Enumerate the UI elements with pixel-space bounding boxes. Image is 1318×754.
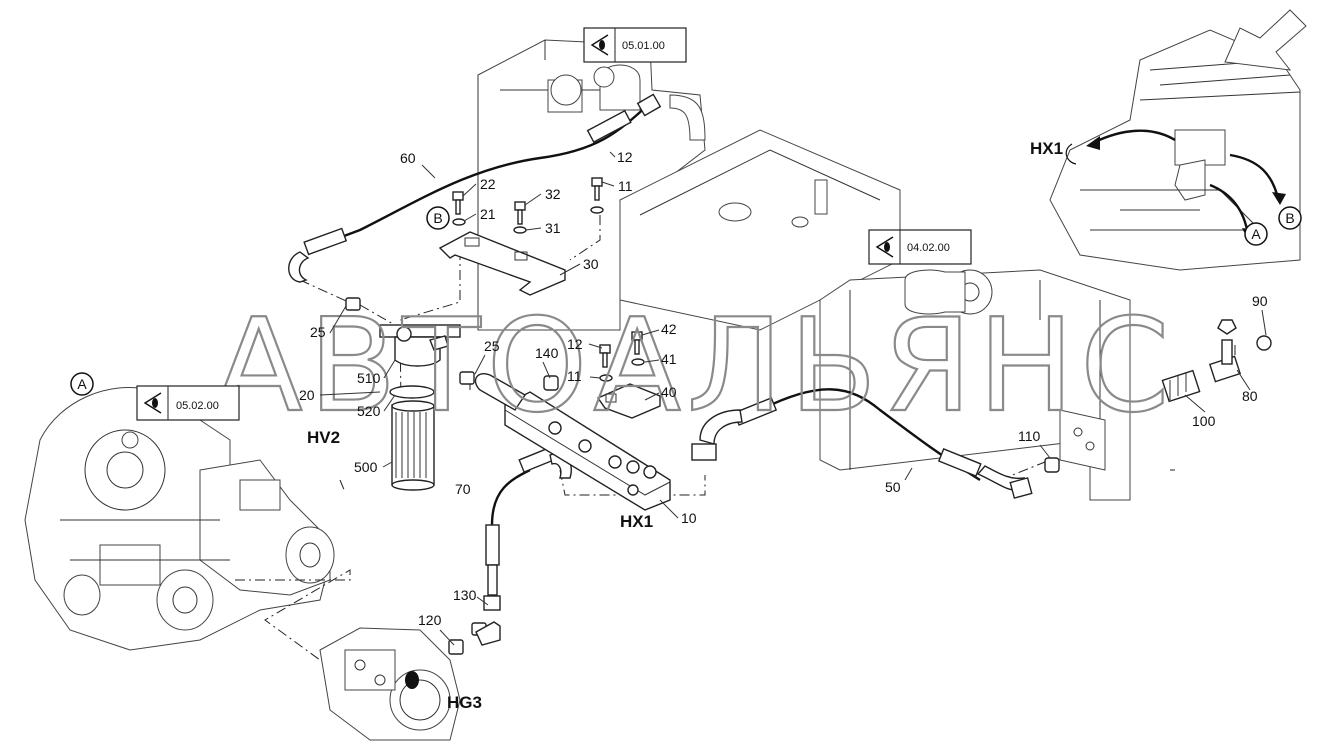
hv2-filter [345, 297, 461, 491]
hose-60 [288, 93, 662, 283]
part-30: 30 [583, 256, 599, 272]
part-40: 40 [661, 384, 677, 400]
view-eye-icon [875, 236, 894, 258]
ref-code: 05.01.00 [622, 40, 665, 52]
part-42: 42 [661, 321, 677, 337]
hg3-pump [319, 627, 461, 741]
ref-box-04-02-00[interactable]: 04.02.00 [868, 229, 972, 265]
bracket-40 [596, 383, 661, 419]
part-510: 510 [357, 370, 381, 386]
svg-text:B: B [433, 210, 442, 226]
part-60: 60 [400, 150, 416, 166]
part-10: 10 [681, 510, 697, 526]
part-70: 70 [455, 481, 471, 497]
hx1-manifold [459, 371, 671, 511]
inset-arrow [1224, 9, 1307, 71]
label-hx1: HX1 [620, 512, 653, 531]
view-marker-a-left: A [70, 372, 94, 396]
svg-text:B: B [1285, 210, 1294, 226]
ref-box-05-02-00[interactable]: 05.02.00 [136, 385, 240, 421]
view-eye-icon [143, 392, 162, 414]
part-25: 25 [484, 338, 500, 354]
svg-text:A: A [77, 376, 87, 392]
part-31: 31 [545, 220, 561, 236]
view-marker-a-inset: A [1244, 222, 1268, 246]
part-12: 12 [617, 149, 633, 165]
inset-machine-view [1049, 29, 1301, 271]
part-25: 25 [310, 324, 326, 340]
part-41: 41 [661, 351, 677, 367]
hose-70 [483, 444, 572, 611]
part-21: 21 [480, 206, 496, 222]
part-50: 50 [885, 479, 901, 495]
part-100: 100 [1192, 413, 1216, 429]
part-140: 140 [535, 345, 559, 361]
ref-box-05-01-00[interactable]: 05.01.00 [583, 27, 687, 63]
view-marker-b-inset: B [1278, 206, 1302, 230]
part-90: 90 [1252, 293, 1268, 309]
transmission-pump-assembly [24, 386, 335, 651]
watermark-text: АВТОАЛЬЯНС [215, 292, 1176, 441]
ref-code: 05.02.00 [176, 400, 219, 412]
label-hg3: HG3 [447, 693, 482, 712]
part-80: 80 [1242, 388, 1258, 404]
part-130: 130 [453, 587, 477, 603]
part-500: 500 [354, 459, 378, 475]
ref-code: 04.02.00 [907, 242, 950, 254]
hose-50 [691, 388, 1033, 499]
part-520: 520 [357, 403, 381, 419]
part-22: 22 [480, 176, 496, 192]
part-120: 120 [418, 612, 442, 628]
leader-lines [319, 151, 1267, 646]
bracket-30 [438, 231, 566, 296]
label-hv2: HV2 [307, 428, 340, 447]
part-12: 12 [567, 336, 583, 352]
part-number-labels: 60 12 22 32 11 21 31 30 25 20 510 520 50… [299, 149, 1268, 628]
part-11: 11 [567, 368, 582, 384]
view-marker-b-mid: B [426, 206, 450, 230]
part-20: 20 [299, 387, 315, 403]
view-eye-icon [590, 34, 609, 56]
part-110: 110 [1018, 428, 1041, 444]
svg-text:A: A [1251, 226, 1261, 242]
fittings [448, 319, 1272, 655]
label-hx1-inset: HX1 [1030, 139, 1063, 158]
part-32: 32 [545, 186, 561, 202]
part-11: 11 [618, 178, 633, 194]
